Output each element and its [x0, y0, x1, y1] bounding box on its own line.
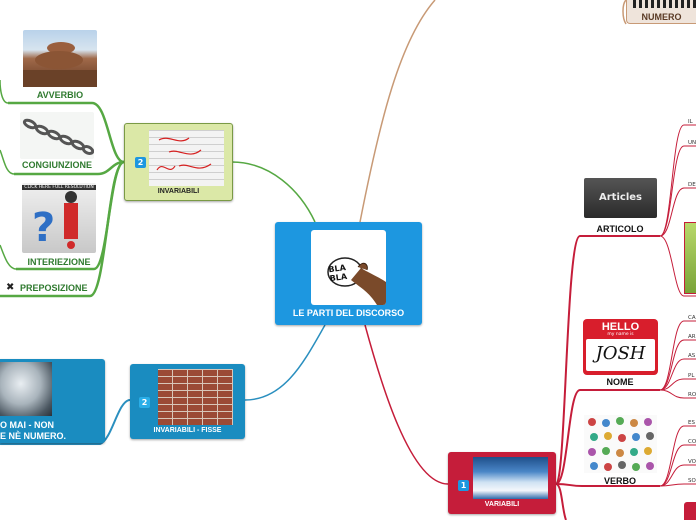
verbo-sub-label-3: VO	[688, 459, 696, 465]
invariabili-badge[interactable]: 2	[135, 157, 146, 168]
chain-image	[20, 112, 95, 159]
edge-center-fisse	[244, 324, 326, 401]
fisse-child-label-line2: E NÈ NUMERO.	[0, 431, 67, 441]
numero-node[interactable]: NUMERO	[626, 0, 696, 24]
center-node[interactable]: BLA BLA LE PARTI DEL DISCORSO	[275, 222, 422, 325]
avverbio-node[interactable]: AVVERBIO	[15, 30, 105, 102]
edge-center-invariabili	[231, 161, 316, 223]
svg-text:?: ?	[32, 205, 55, 251]
congiunzione-label: CONGIUNZIONE	[21, 160, 92, 170]
invariabili-node[interactable]: 2 INVARIABILI	[124, 123, 233, 201]
bottom-right-partial-node[interactable]	[684, 502, 696, 520]
variabili-badge[interactable]: 1	[458, 480, 469, 491]
edge-fisse-child	[0, 399, 131, 445]
verbo-sub-label-2: CO	[688, 439, 696, 445]
verbs-collage-image	[584, 415, 657, 473]
edge-center-top	[359, 0, 436, 223]
articolo-sub-label-1: IL	[688, 119, 693, 125]
fisse-label: INVARIABILI - FISSE	[153, 427, 222, 434]
interiezione-node[interactable]: CLICK HERE FULL RESOLUTION ? INTERIEZION…	[14, 183, 104, 269]
numero-label: NUMERO	[641, 12, 682, 22]
stones-image	[0, 362, 52, 416]
articles-image-text: Articles	[599, 192, 642, 203]
edge-variabili-down	[555, 483, 567, 520]
variabili-node[interactable]: 1 VARIABILI	[448, 452, 556, 514]
congiunzione-node[interactable]: CONGIUNZIONE	[12, 112, 102, 174]
name-tag-subtitle: my name is	[607, 332, 634, 337]
question-exclamation-image: CLICK HERE FULL RESOLUTION ?	[22, 183, 96, 253]
variabili-label: VARIABILI	[484, 501, 520, 508]
articolo-node[interactable]: Articles ARTICOLO	[580, 178, 660, 236]
invariabili-fisse-node[interactable]: 2 INVARIABILI - FISSE	[130, 364, 245, 439]
avverbio-label: AVVERBIO	[36, 90, 84, 100]
articolo-sub-label-3: DE	[688, 182, 696, 188]
interiezione-image-text: CLICK HERE FULL RESOLUTION	[22, 185, 96, 190]
preposizione-node[interactable]: ✖ PREPOSIZIONE	[4, 282, 104, 296]
edge-invariabili-preposizione	[0, 160, 125, 298]
verbo-label: VERBO	[603, 476, 636, 486]
sky-clouds-image	[473, 457, 548, 499]
nome-label: NOME	[606, 377, 634, 387]
edge-variabili-articolo	[555, 235, 660, 485]
verbo-node[interactable]: VERBO	[580, 415, 660, 487]
edge-center-variabili	[364, 324, 449, 485]
nome-sub-label-1: CA	[688, 315, 696, 321]
nome-sub-label-3: AS	[688, 353, 696, 359]
brick-wall-image	[158, 369, 233, 425]
bla-bla-image: BLA BLA	[311, 230, 386, 305]
close-icon[interactable]: ✖	[6, 282, 15, 293]
name-tag-name: JOSH	[595, 343, 646, 364]
preposizione-label: PREPOSIZIONE	[20, 283, 88, 293]
edge-variabili-nome	[555, 389, 660, 485]
articolo-label: ARTICOLO	[596, 224, 644, 234]
graffiti-wall-image	[149, 130, 224, 186]
fisse-child-node[interactable]: O MAI - NON E NÈ NUMERO.	[0, 359, 105, 443]
edge-invariabili-congiunzione	[14, 160, 125, 176]
name-tag-hello: HELLO	[601, 321, 640, 333]
rock-formation-image	[23, 30, 97, 87]
interiezione-label: INTERIEZIONE	[27, 257, 91, 267]
articolo-sub-label-2: UN	[688, 140, 696, 146]
hello-name-tag-image: HELLO my name is JOSH	[583, 319, 658, 375]
edge-variabili-verbo	[555, 483, 660, 487]
fisse-child-label-line1: O MAI - NON	[0, 420, 54, 430]
nome-node[interactable]: HELLO my name is JOSH NOME	[580, 319, 660, 389]
fisse-badge[interactable]: 2	[139, 397, 150, 408]
edge-invariabili-avverbio	[8, 101, 125, 164]
articles-image: Articles	[584, 178, 657, 218]
nome-sub-label-2: AR	[688, 334, 696, 340]
center-label: LE PARTI DEL DISCORSO	[292, 308, 405, 318]
nome-sub-label-5: RO	[688, 392, 696, 398]
nome-sub-label-4: PL	[688, 373, 695, 379]
verbo-sub-label-1: ES	[688, 420, 695, 426]
articolo-sub-image-partial[interactable]	[684, 222, 696, 294]
verbo-sub-label-4: SO	[688, 478, 696, 484]
invariabili-label: INVARIABILI	[157, 188, 200, 195]
people-silhouettes-image	[633, 0, 696, 8]
